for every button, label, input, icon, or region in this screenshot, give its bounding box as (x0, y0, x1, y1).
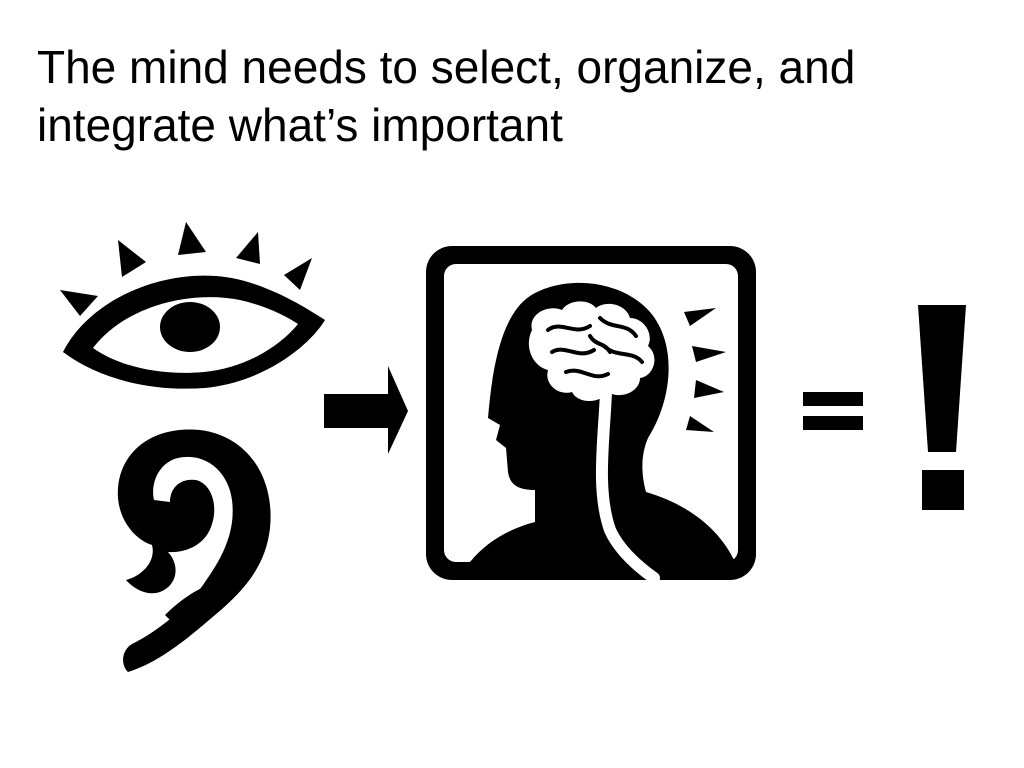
slide-title-line-2: integrate what’s important (37, 99, 563, 151)
slide-title: The mind needs to select, organize, and … (37, 38, 997, 154)
head-brain-icon (426, 246, 756, 584)
arrow-right-icon (324, 366, 408, 454)
exclamation-icon (918, 305, 966, 510)
slide-title-line-1: The mind needs to select, organize, and (37, 41, 856, 93)
equals-icon (803, 392, 863, 430)
ear-icon (117, 429, 271, 672)
eye-icon (60, 222, 325, 389)
